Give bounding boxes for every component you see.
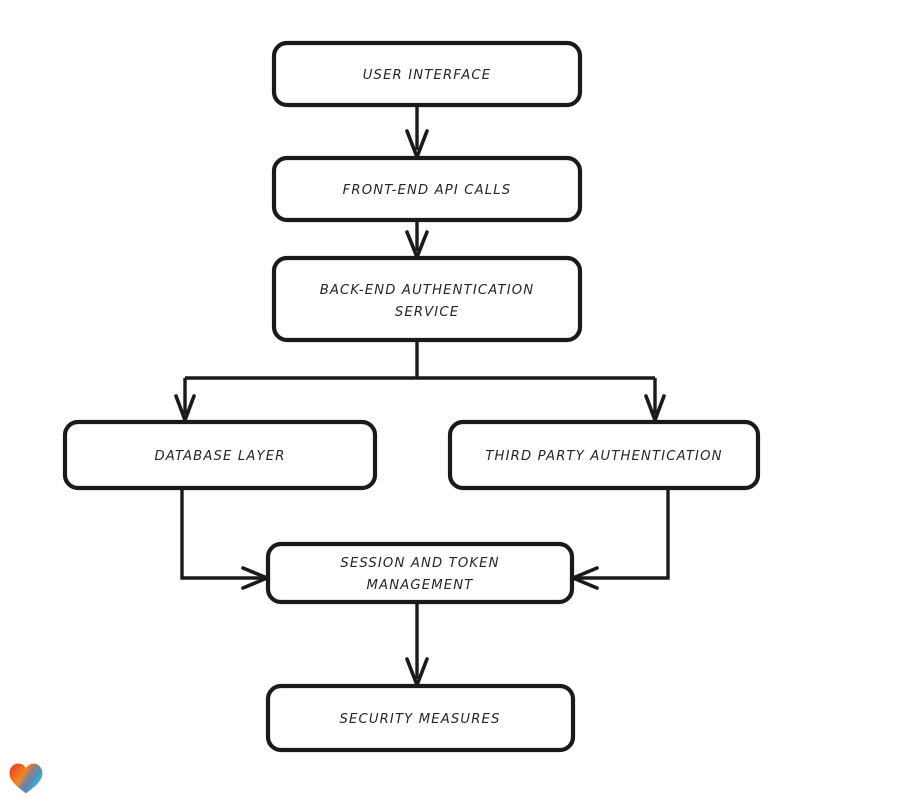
node-session-and-token-management-label-line2: MANAGEMENT (367, 578, 474, 593)
node-database-layer-box[interactable] (62, 419, 378, 491)
node-front-end-api-calls-label: FRONT-END API CALLS (343, 183, 512, 198)
node-user-interface-box[interactable] (271, 40, 583, 108)
edge-api-to-backend (405, 220, 429, 259)
edge-session-to-security (405, 602, 429, 687)
node-security-measures[interactable]: SECURITY MEASURES (265, 683, 576, 753)
edge-backend-to-database (174, 378, 196, 422)
edge-thirdparty-to-session (571, 488, 670, 590)
node-back-end-authentication-service[interactable]: BACK-END AUTHENTICATION SERVICE (271, 255, 583, 343)
node-back-end-authentication-service-box[interactable] (271, 255, 583, 343)
node-database-layer-label: DATABASE LAYER (154, 449, 285, 464)
node-session-and-token-management-label-line1: SESSION AND TOKEN (340, 556, 499, 571)
node-session-and-token-management-box[interactable] (265, 541, 575, 605)
node-user-interface-label: USER INTERFACE (363, 68, 492, 83)
node-front-end-api-calls[interactable]: FRONT-END API CALLS (271, 155, 583, 223)
edge-ui-to-api (405, 105, 429, 159)
node-third-party-authentication-box[interactable] (447, 419, 761, 491)
node-security-measures-box[interactable] (265, 683, 576, 753)
node-front-end-api-calls-box[interactable] (271, 155, 583, 223)
node-session-and-token-management[interactable]: SESSION AND TOKEN MANAGEMENT (265, 541, 575, 605)
edge-database-to-session (180, 488, 269, 590)
node-user-interface[interactable]: USER INTERFACE (271, 40, 583, 108)
node-third-party-authentication-label: THIRD PARTY AUTHENTICATION (485, 449, 722, 464)
edge-backend-split (185, 340, 655, 380)
node-database-layer[interactable]: DATABASE LAYER (62, 419, 378, 491)
node-third-party-authentication[interactable]: THIRD PARTY AUTHENTICATION (447, 419, 761, 491)
node-back-end-authentication-service-label-line1: BACK-END AUTHENTICATION (320, 283, 535, 298)
edge-backend-to-thirdparty (644, 378, 666, 422)
node-security-measures-label: SECURITY MEASURES (339, 712, 500, 727)
heart-icon (9, 763, 43, 794)
node-back-end-authentication-service-label-line2: SERVICE (395, 305, 459, 320)
node-layer: USER INTERFACE FRONT-END API CALLS BACK-… (62, 40, 761, 753)
heart-icon-highlight (9, 763, 43, 794)
